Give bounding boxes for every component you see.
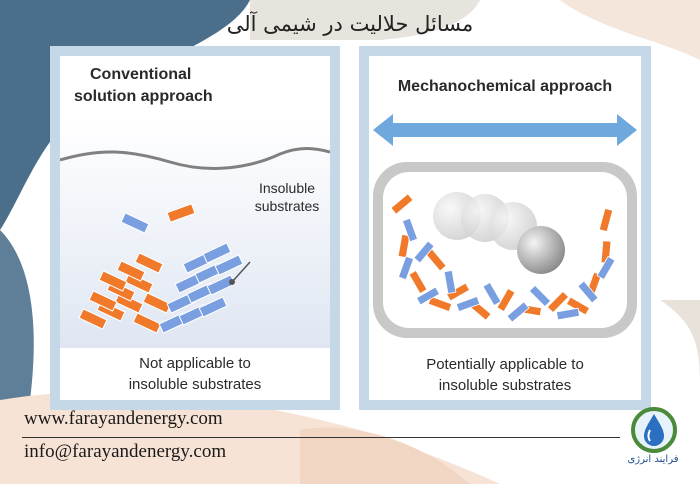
- logo-text: فرایند انرژی: [627, 454, 679, 465]
- insoluble-label-line2: substrates: [254, 198, 320, 214]
- website-link[interactable]: www.farayandenergy.com: [24, 408, 223, 429]
- panel-heading: Mechanochemical approach: [397, 78, 613, 95]
- double-arrow-icon: [373, 114, 637, 146]
- solution-vessel-illustration: [60, 118, 330, 348]
- conventional-approach-panel: Conventional solution approach: [50, 46, 340, 410]
- panel-heading-line1: Conventional: [90, 66, 192, 83]
- footer-divider: [22, 437, 620, 438]
- page-title: مسائل حلالیت در شیمی آلی: [226, 12, 474, 36]
- caption-line1: Not applicable to: [139, 355, 251, 372]
- caption-line2: insoluble substrates: [128, 376, 262, 393]
- caption-line2: insoluble substrates: [438, 377, 572, 394]
- caption-line1: Potentially applicable to: [426, 356, 584, 373]
- email-link[interactable]: info@farayandenergy.com: [24, 441, 227, 462]
- mechanochemical-approach-panel: Mechanochemical approach: [359, 46, 651, 410]
- insoluble-label-line1: Insoluble: [258, 180, 316, 196]
- ball-mill-jar-illustration: [373, 162, 637, 338]
- panel-heading-line2: solution approach: [74, 88, 213, 105]
- water-drop-logo-icon: [631, 407, 677, 453]
